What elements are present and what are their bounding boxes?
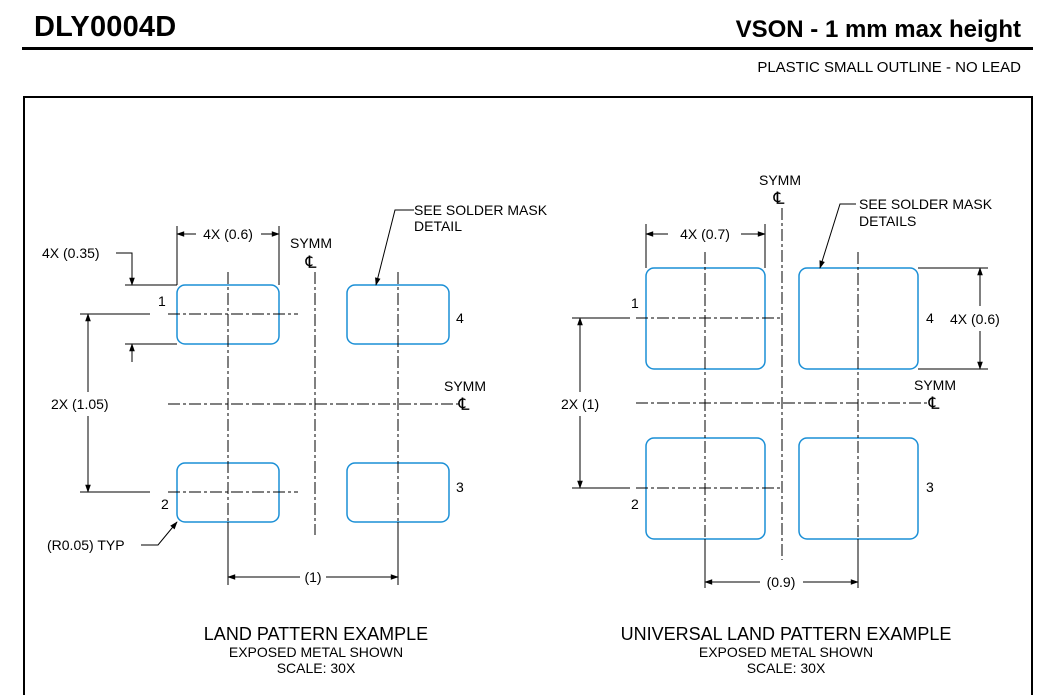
dim-pad-width: 4X (0.6)	[950, 311, 1000, 327]
centerline-symbol-horizontal: ℄	[458, 395, 470, 414]
package-subtitle: PLASTIC SMALL OUTLINE - NO LEAD	[757, 59, 1021, 76]
dim-pad-length: 4X (0.7)	[680, 226, 730, 242]
universal-land-pattern-example: 4X (0.7) 4X (0.6) 2X (1) (0.9) SEE SOLDE…	[561, 172, 1000, 676]
centerline-symbol-vertical: ℄	[305, 253, 317, 272]
pin-label-4: 4	[456, 310, 464, 326]
drawing-frame	[23, 96, 1033, 695]
symm-label-horizontal: SYMM	[444, 378, 486, 394]
pin-label-4: 4	[926, 310, 934, 326]
centerline-symbol-horizontal: ℄	[928, 394, 940, 413]
solder-mask-note-line-2: DETAILS	[859, 213, 916, 229]
universal-pattern-title: UNIVERSAL LAND PATTERN EXAMPLE	[621, 624, 952, 644]
pin-label-2: 2	[161, 496, 169, 512]
dim-pad-width: 4X (0.35)	[42, 245, 100, 261]
land-pattern-title: LAND PATTERN EXAMPLE	[204, 624, 428, 644]
pin-label-3: 3	[926, 479, 934, 495]
dim-pad-length: 4X (0.6)	[203, 226, 253, 242]
land-pattern-scale: SCALE: 30X	[277, 660, 356, 676]
dim-row-pitch: 2X (1.05)	[51, 396, 109, 412]
dim-col-pitch: (1)	[304, 569, 321, 585]
header-rule	[22, 47, 1033, 50]
universal-pattern-scale: SCALE: 30X	[747, 660, 826, 676]
pin-label-1: 1	[631, 295, 639, 311]
centerline-symbol-vertical: ℄	[773, 189, 785, 208]
pin-label-3: 3	[456, 479, 464, 495]
dim-col-pitch: (0.9)	[767, 574, 796, 590]
symm-label-vertical: SYMM	[759, 172, 801, 188]
pin-label-2: 2	[631, 496, 639, 512]
solder-mask-note-line-1: SEE SOLDER MASK	[859, 196, 993, 212]
symm-label-vertical: SYMM	[290, 235, 332, 251]
solder-mask-note-line-2: DETAIL	[414, 218, 462, 234]
package-name: DLY0004D	[34, 11, 177, 43]
package-description: VSON - 1 mm max height	[735, 16, 1021, 43]
radius-note: (R0.05) TYP	[47, 537, 125, 553]
universal-pattern-subtitle: EXPOSED METAL SHOWN	[699, 644, 873, 660]
land-pattern-example: 4X (0.6) 4X (0.35) 2X (1.05) (1) (R0.05)…	[42, 202, 548, 676]
land-pattern-subtitle: EXPOSED METAL SHOWN	[229, 644, 403, 660]
solder-mask-note-line-1: SEE SOLDER MASK	[414, 202, 548, 218]
dim-row-pitch: 2X (1)	[561, 396, 599, 412]
symm-label-horizontal: SYMM	[914, 377, 956, 393]
pin-label-1: 1	[158, 293, 166, 309]
